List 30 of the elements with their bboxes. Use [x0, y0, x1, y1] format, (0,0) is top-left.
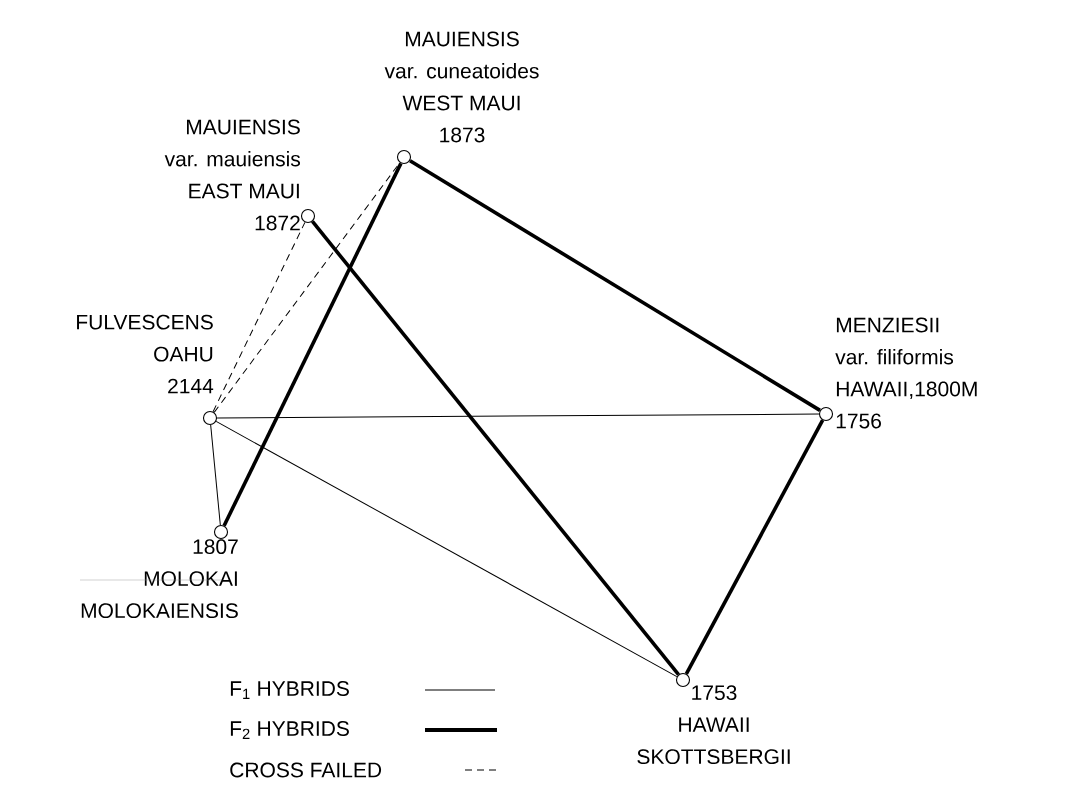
- node-label: 1753 HAWAII SKOTTSBERGII: [637, 685, 790, 765]
- node-label: MENZIESII var. filiformis HAWAII,1800M 1756: [835, 317, 977, 429]
- node-label: WEST MAUI: [402, 95, 520, 111]
- node-label: MAUIENSIS: [187, 119, 300, 135]
- node-label: var. cuneatoides: [384, 63, 539, 79]
- node-label: MENZIESII: [836, 317, 939, 333]
- connector-line: [215, 420, 678, 678]
- node-label: var. mauiensis: [164, 151, 301, 167]
- node-label: MAUIENSIS: [405, 31, 519, 47]
- node-label: MAUIENSIS var. mauiensis EAST MAUI 1872: [164, 119, 300, 231]
- connector-line: [213, 162, 401, 413]
- node-label: EAST MAUI: [189, 183, 299, 199]
- node-label: FULVESCENS OAHU 2144: [77, 314, 214, 394]
- connector-line: [216, 413, 820, 419]
- legend-label: F$_{1}$ HYBRIDS: [230, 681, 349, 699]
- node-label: var. filiformis: [835, 349, 954, 365]
- connector-line: [212, 221, 306, 413]
- legend-label: F$_{2}$ HYBRIDS: [230, 721, 349, 739]
- connector-line: [311, 220, 680, 676]
- connector-line: [222, 162, 403, 527]
- connector-line: [409, 159, 821, 412]
- node-label: 1807 MOLOKAI MOLOKAIENSIS: [81, 539, 238, 619]
- connector-line: [210, 424, 221, 526]
- node-label: HAWAII,1800M: [836, 381, 977, 399]
- node-label: 1756: [836, 413, 881, 429]
- node-label: MAUIENSIS var. cuneatoides WEST MAUI 1873: [384, 31, 539, 143]
- node-label: 1873: [440, 127, 485, 143]
- node-label: 1872: [255, 215, 300, 231]
- connector-line: [684, 419, 825, 675]
- legend-label: CROSS FAILED: [230, 762, 382, 778]
